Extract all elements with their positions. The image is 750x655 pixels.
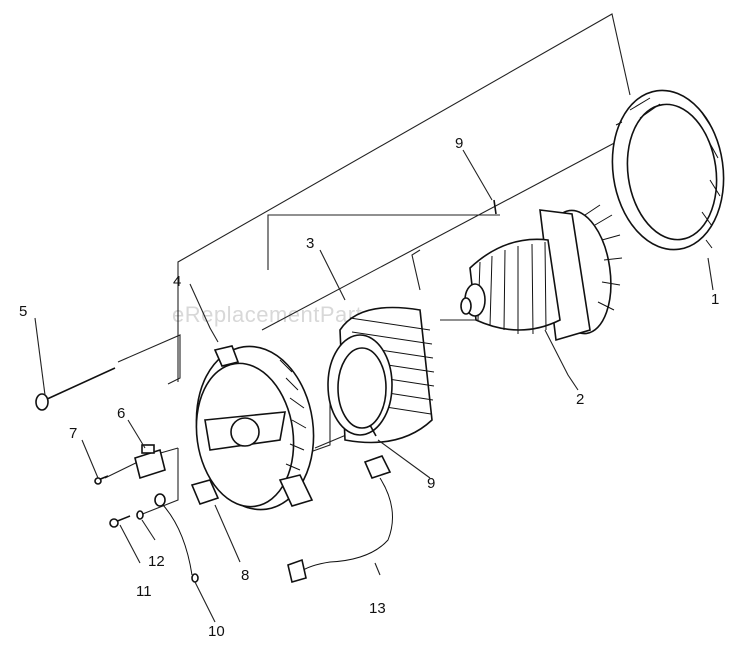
part-4-front-housing	[195, 345, 315, 511]
part-6-brush-holder	[134, 444, 166, 480]
callout-3: 3	[306, 235, 314, 252]
part-1-end-cover	[611, 89, 725, 251]
callout-9-top: 9	[455, 135, 463, 152]
part-2-rotor	[460, 204, 623, 342]
callout-8: 8	[241, 567, 249, 584]
part-13-wiring-harness	[287, 455, 393, 583]
part-7-screw	[94, 475, 109, 485]
callout-13: 13	[369, 600, 386, 617]
callout-12: 12	[148, 553, 165, 570]
part-11-screw	[109, 515, 131, 528]
part-10-ground-lead	[154, 493, 199, 583]
part-9-pin-top	[493, 199, 497, 215]
callout-4: 4	[173, 273, 181, 290]
part-5-long-bolt	[35, 367, 116, 411]
callout-6: 6	[117, 405, 125, 422]
callout-10: 10	[208, 623, 225, 640]
callout-labels: 1 2 3 4 5 6 7 8 9 9 10 11 12 13	[19, 135, 719, 640]
part-9-pin-bottom	[369, 424, 377, 437]
callout-9-bottom: 9	[427, 475, 435, 492]
callout-1: 1	[711, 291, 719, 308]
part-12-washer	[136, 510, 144, 520]
part-3-stator	[327, 306, 435, 444]
callout-leaders	[34, 149, 714, 623]
callout-11: 11	[136, 583, 152, 600]
callout-7: 7	[69, 425, 77, 442]
part-8-terminal-block	[190, 479, 220, 505]
callout-5: 5	[19, 303, 27, 320]
callout-2: 2	[576, 391, 584, 408]
